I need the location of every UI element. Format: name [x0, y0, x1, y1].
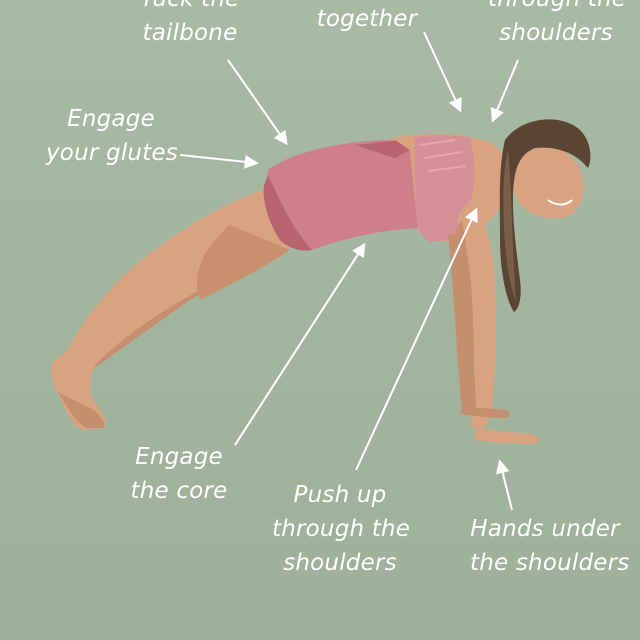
hair — [499, 119, 591, 312]
cue-glutes: Engage your glutes — [46, 102, 178, 170]
cue-core: Engage the core — [124, 440, 234, 508]
cue-tailbone-line1: Tuck the — [130, 0, 250, 16]
arrow-shoulders-top — [490, 59, 519, 123]
pointer-arrows — [179, 31, 519, 511]
arrow-glutes — [179, 154, 259, 169]
cue-core-line1: Engage — [135, 444, 223, 470]
cue-together: together — [312, 2, 422, 36]
cue-push-line1: Push up — [293, 482, 387, 508]
arrow-hands — [495, 459, 513, 511]
cue-together-line1: together — [316, 6, 418, 32]
shorts — [266, 140, 418, 250]
cue-glutes-line1: Engage — [67, 106, 155, 132]
cue-push-line2: through the — [272, 516, 411, 542]
cue-tailbone: Tuck the tailbone — [130, 0, 250, 50]
cue-hands: Hands under the shoulders — [470, 512, 630, 580]
woman-figure — [51, 119, 591, 444]
cue-hands-line2: the shoulders — [470, 550, 630, 576]
arrow-push — [355, 207, 478, 471]
cue-push-line3: shoulders — [283, 550, 397, 576]
arrow-core — [234, 242, 366, 446]
arrow-together — [423, 31, 462, 113]
cue-shoulders-top-line2: shoulders — [499, 20, 613, 46]
cue-tailbone-line2: tailbone — [142, 20, 238, 46]
head — [511, 145, 584, 219]
cue-hands-line1: Hands under — [470, 516, 620, 542]
cue-shoulders-top: through the shoulders — [488, 0, 626, 50]
cue-push: Push up through the shoulders — [272, 478, 411, 580]
arrow-tailbone — [227, 59, 288, 146]
hand — [474, 428, 540, 444]
cue-core-line2: the core — [130, 478, 228, 504]
cue-shoulders-top-line1: through the — [488, 0, 626, 16]
cue-glutes-line2: your glutes — [46, 140, 178, 166]
